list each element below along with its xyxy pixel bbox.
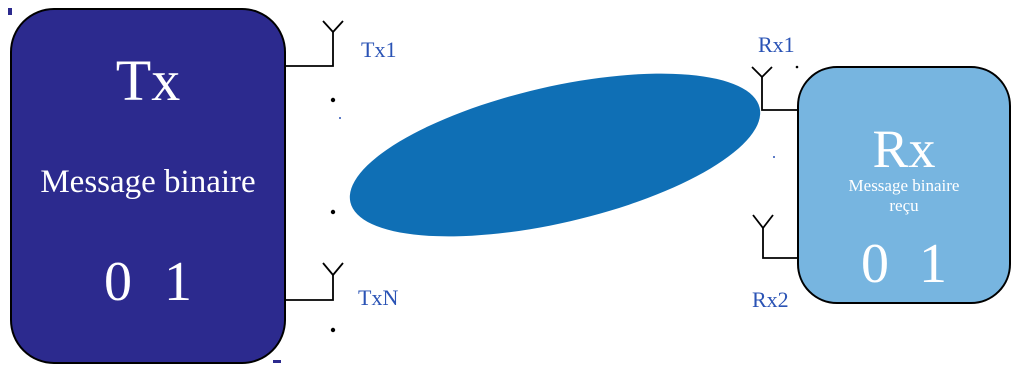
stray-mark-top-left xyxy=(8,8,12,15)
dot xyxy=(795,65,799,69)
receiver-box: Rx Message binaire reçu 0 1 xyxy=(797,66,1011,304)
antenna-txn-icon xyxy=(286,262,344,301)
channel-ellipse xyxy=(349,73,761,237)
antenna-rx2-icon xyxy=(752,214,797,259)
receiver-title: Rx xyxy=(872,119,936,179)
stray-mark-bottom xyxy=(273,360,281,363)
antenna-label-rx1: Rx1 xyxy=(758,32,795,57)
transmitter-message: Message binaire xyxy=(40,164,256,200)
dot xyxy=(330,327,336,333)
dot xyxy=(773,156,775,158)
dot xyxy=(339,117,341,119)
dot xyxy=(330,209,336,215)
antenna-tx1-icon xyxy=(286,20,344,67)
receiver-message: Message binaire reçu xyxy=(799,176,1009,216)
receiver-bits: 0 1 xyxy=(861,233,947,295)
antenna-label-tx1: Tx1 xyxy=(361,37,397,62)
antenna-label-txn: TxN xyxy=(358,285,399,310)
transmitter-bits: 0 1 xyxy=(104,251,192,313)
dot xyxy=(330,97,336,103)
antenna-rx1-icon xyxy=(751,66,797,111)
transmitter-title: Tx xyxy=(115,48,181,113)
receiver-message-line2: reçu xyxy=(889,196,919,215)
receiver-message-line1: Message binaire xyxy=(848,176,960,195)
antenna-label-rx2: Rx2 xyxy=(752,287,789,312)
transmitter-box: Tx Message binaire 0 1 xyxy=(10,8,286,364)
